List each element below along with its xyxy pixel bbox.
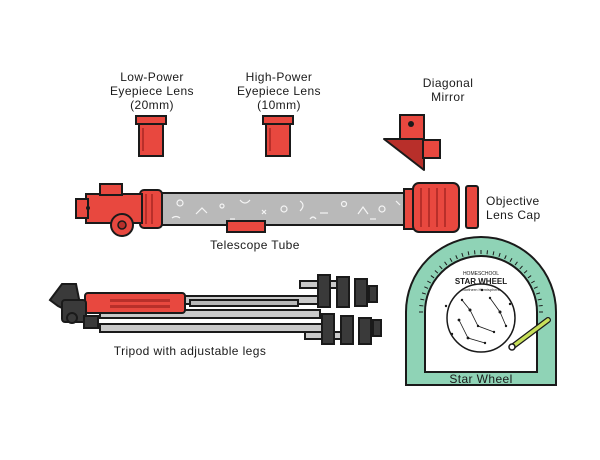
star-wheel-tick	[430, 275, 435, 279]
star-wheel-tick	[434, 270, 439, 274]
label-line: High-Power	[245, 70, 313, 84]
star-wheel-tick	[509, 258, 513, 263]
star-wheel-tick	[504, 255, 507, 260]
label-line: Eyepiece Lens	[237, 84, 321, 98]
high-power-eyepiece-label: High-Power Eyepiece Lens (10mm)	[230, 70, 328, 112]
label-line: Eyepiece Lens	[110, 84, 194, 98]
star-wheel-face-title: STAR WHEEL	[455, 277, 507, 286]
star-wheel-tick	[455, 255, 458, 260]
label-line: Low-Power	[120, 70, 184, 84]
low-power-eyepiece-icon	[135, 115, 167, 157]
label-line: Objective	[486, 194, 540, 208]
label-line: Mirror	[431, 90, 465, 104]
diagonal-mirror-icon	[383, 114, 441, 171]
star-wheel-tick	[449, 258, 453, 263]
star-wheel-tick	[427, 280, 432, 284]
objective-lens-cap-label: Objective Lens Cap	[486, 194, 566, 222]
label-line: Lens Cap	[486, 208, 541, 222]
objective-lens-cap-icon	[465, 185, 479, 229]
star-wheel-tick	[444, 261, 448, 266]
star-wheel-label: Star Wheel	[449, 372, 513, 386]
tripod-label: Tripod with adjustable legs	[113, 344, 267, 358]
star-wheel-tick	[421, 292, 426, 295]
star-wheel-tick	[533, 286, 538, 289]
star-wheel-tick	[420, 298, 425, 301]
label-line: (10mm)	[257, 98, 301, 112]
high-power-eyepiece-icon	[262, 115, 294, 157]
star-wheel-tick	[461, 252, 464, 257]
star-wheel-tick	[523, 270, 528, 274]
low-power-eyepiece-label: Low-Power Eyepiece Lens (20mm)	[104, 70, 200, 112]
telescope-tube-icon	[75, 182, 460, 237]
star-wheel-brand: HOMESCHOOL	[463, 271, 499, 277]
star-wheel-tick	[536, 292, 541, 295]
star-wheel-tick	[514, 261, 518, 266]
star-wheel-tick	[530, 280, 535, 284]
label-line: (20mm)	[130, 98, 174, 112]
star-wheel-tick	[492, 251, 495, 256]
star-wheel-subtitle: Northern Hemisphere	[462, 287, 501, 292]
label-line: Diagonal	[422, 76, 474, 90]
star-wheel-tick	[439, 265, 443, 270]
telescope-tube-label: Telescope Tube	[210, 238, 300, 252]
star-wheel-tick	[467, 251, 470, 256]
star-wheel-tick	[527, 275, 532, 279]
tripod-icon	[48, 274, 382, 345]
star-wheel-tick	[519, 265, 523, 270]
star-wheel-tick	[498, 252, 501, 257]
star-wheel-tick	[537, 298, 542, 301]
star-wheel-icon: HOMESCHOOL STAR WHEEL Northern Hemispher…	[405, 236, 557, 386]
diagonal-mirror-label: Diagonal Mirror	[408, 76, 488, 104]
star-wheel-tick	[424, 286, 429, 289]
